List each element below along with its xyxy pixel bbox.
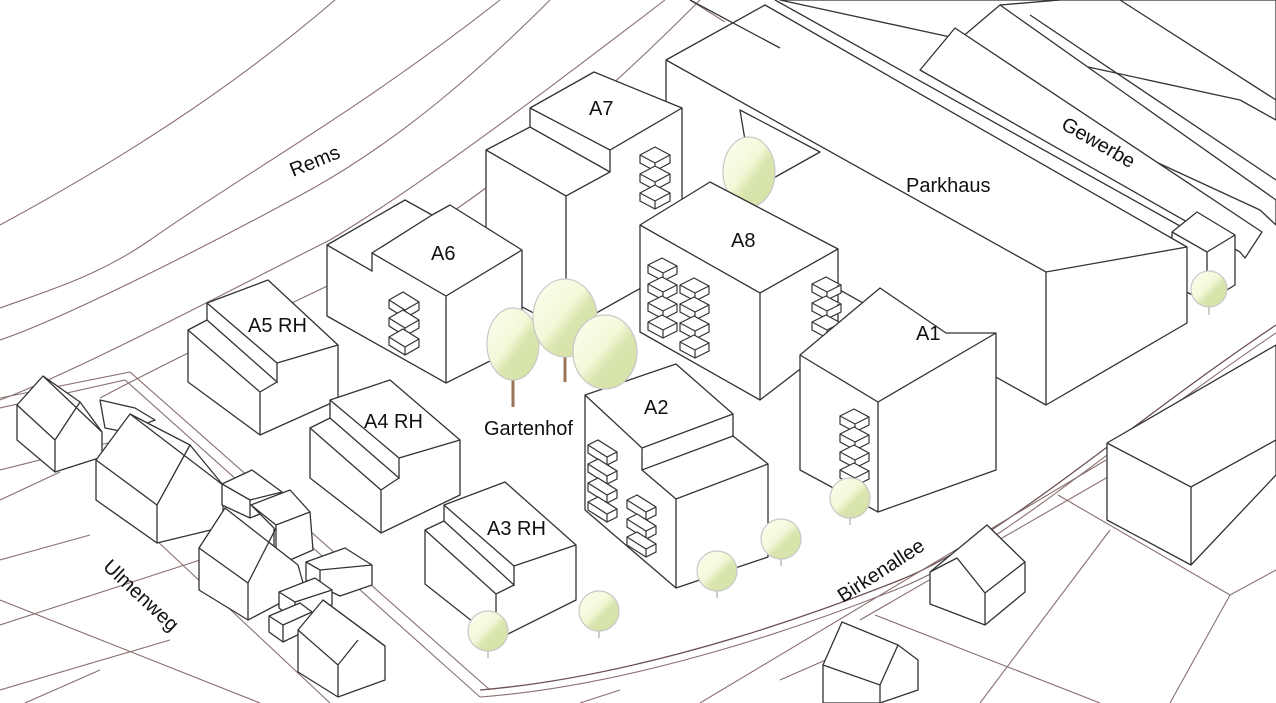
- house: [16, 375, 103, 473]
- house: [95, 413, 224, 544]
- river-bank-line: [0, 0, 551, 341]
- building-a7: [485, 71, 683, 331]
- trees: [467, 270, 1228, 658]
- gewerbe-buildings: [779, 0, 1276, 303]
- parcel-line: [0, 559, 201, 626]
- tree: [696, 550, 738, 598]
- building-a5-rh: [187, 279, 339, 436]
- parcel-line: [874, 614, 1101, 703]
- parkhaus-roof-line: [689, 0, 1181, 227]
- parcel-line: [139, 524, 331, 703]
- building-a3-rh: [424, 481, 577, 641]
- building-label-a6: A6: [431, 243, 455, 265]
- parcel-line: [1169, 594, 1231, 703]
- building-label-a3-rh: A3 RH: [487, 518, 546, 540]
- existing-houses: [16, 344, 1276, 703]
- building-label-a4-rh: A4 RH: [364, 411, 423, 433]
- building-a4-rh: [309, 379, 461, 534]
- parcel-line: [579, 689, 621, 703]
- building-a2: [584, 363, 769, 589]
- parcel-line: [0, 534, 91, 561]
- building-label-a8: A8: [731, 230, 755, 252]
- balconies-a2: [587, 439, 657, 558]
- building-label-a2: A2: [644, 397, 668, 419]
- tree: [578, 590, 620, 638]
- parcel-line: [0, 471, 61, 501]
- river-bank-line: [0, 0, 501, 309]
- parcel-line: [0, 639, 171, 691]
- street-label-birkenallee: Birkenallee: [834, 535, 929, 607]
- building-label-a7: A7: [589, 98, 613, 120]
- building-a1: [799, 287, 997, 513]
- gewerbe-hall: [934, 4, 1276, 226]
- area-label-gartenhof: Gartenhof: [484, 418, 573, 440]
- tree: [572, 314, 638, 390]
- house: [1106, 344, 1276, 566]
- building-label-parkhaus: Parkhaus: [906, 175, 991, 197]
- house: [297, 599, 386, 698]
- parcel-line: [699, 459, 1107, 703]
- street-label-ulmenweg: Ulmenweg: [99, 556, 183, 637]
- tree: [467, 610, 509, 658]
- house: [929, 524, 1026, 626]
- birkenallee-curb: [479, 324, 1276, 691]
- tree: [829, 477, 871, 525]
- balconies-a7: [639, 146, 671, 210]
- building-label-a1: A1: [916, 323, 940, 345]
- parcel-line: [979, 529, 1111, 703]
- parcel-line: [24, 669, 101, 703]
- tree: [486, 307, 540, 407]
- building-a6: [326, 199, 523, 384]
- balconies-a6: [388, 291, 420, 356]
- gewerbe-roof-line: [999, 0, 1276, 181]
- river-bank-line: [0, 0, 336, 226]
- parkhaus-edge: [665, 59, 1188, 405]
- tree: [760, 518, 802, 566]
- river-bank-line: [0, 0, 666, 401]
- building-label-a5-rh: A5 RH: [248, 315, 307, 337]
- house: [822, 621, 919, 703]
- tree: [1190, 270, 1228, 315]
